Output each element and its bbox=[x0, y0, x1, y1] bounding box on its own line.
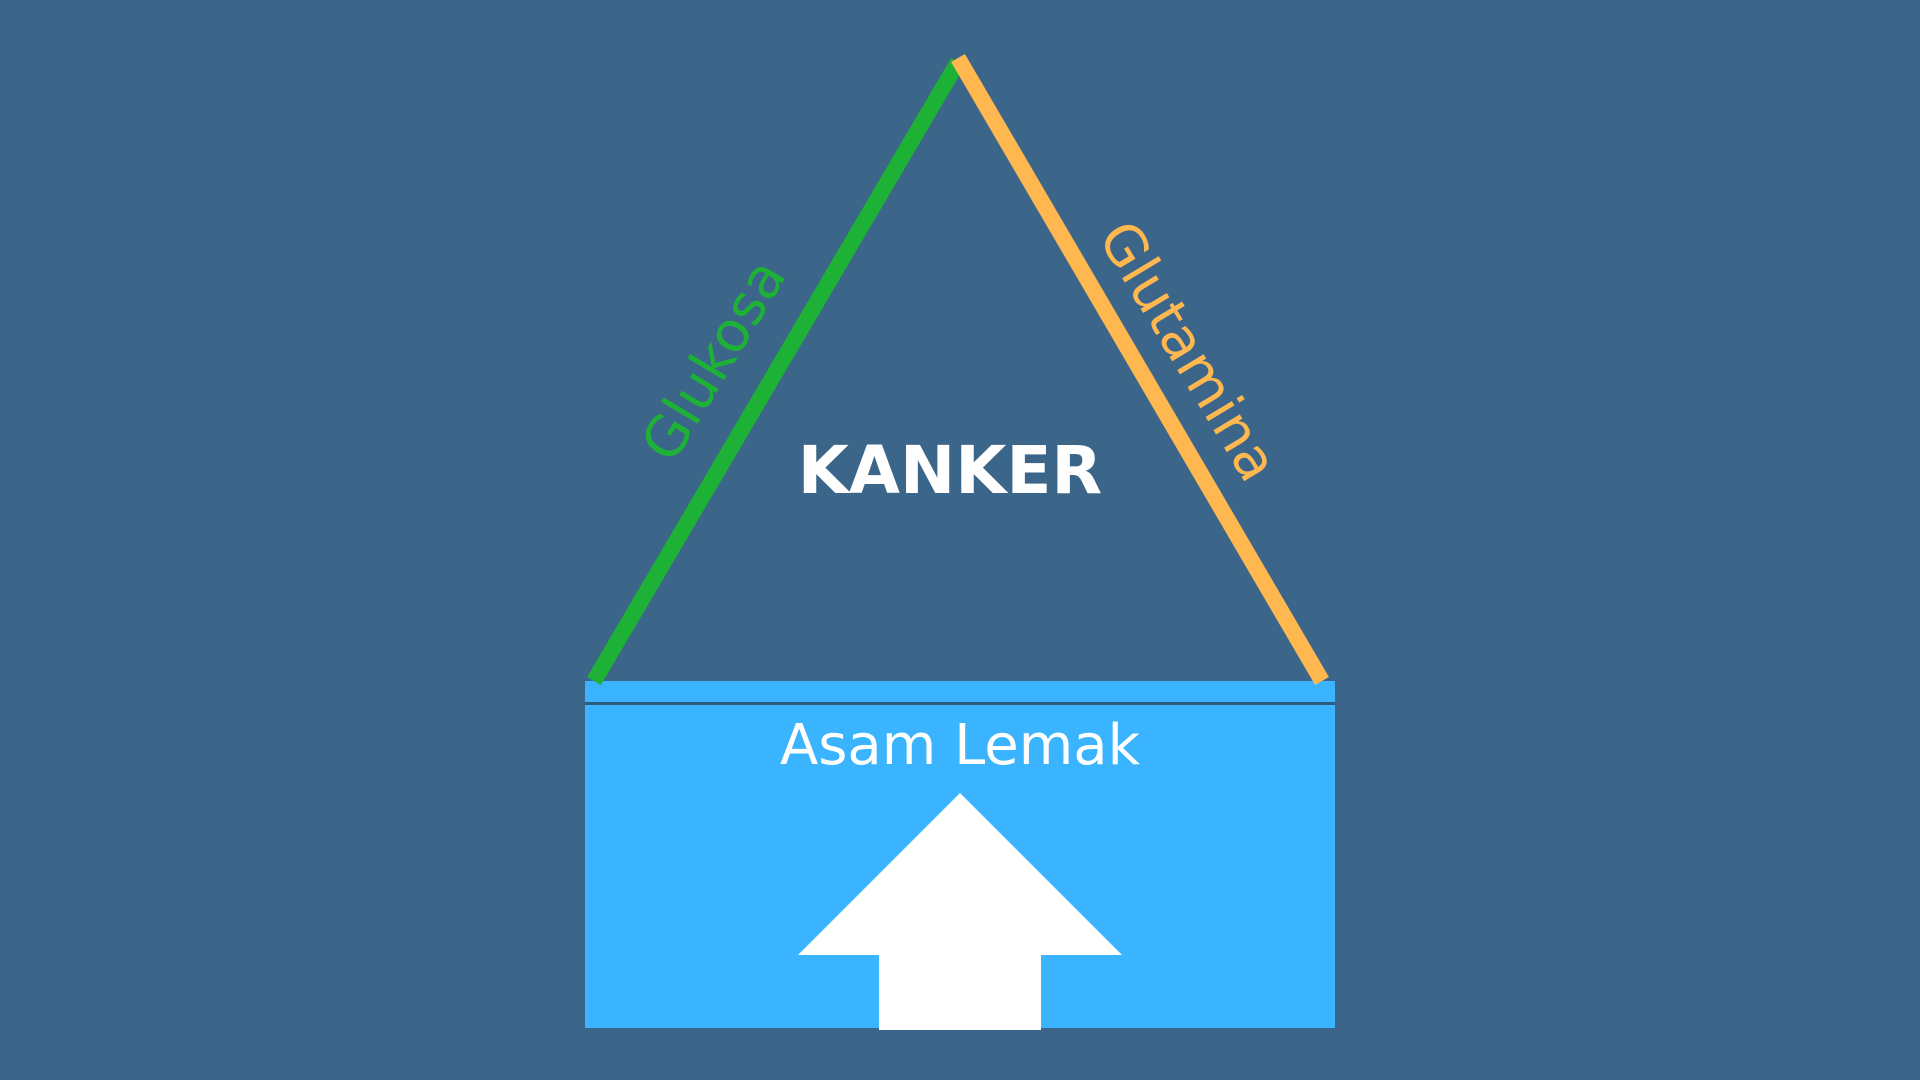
up-arrow-icon bbox=[798, 793, 1122, 1030]
glukosa-edge bbox=[587, 57, 965, 686]
base-top-band bbox=[585, 681, 1335, 702]
center-title: KANKER bbox=[798, 432, 1103, 509]
base-divider-line bbox=[585, 702, 1335, 705]
glutamina-edge bbox=[951, 53, 1329, 686]
asam-lemak-base: Asam Lemak bbox=[585, 681, 1335, 1030]
base-label: Asam Lemak bbox=[780, 713, 1141, 778]
